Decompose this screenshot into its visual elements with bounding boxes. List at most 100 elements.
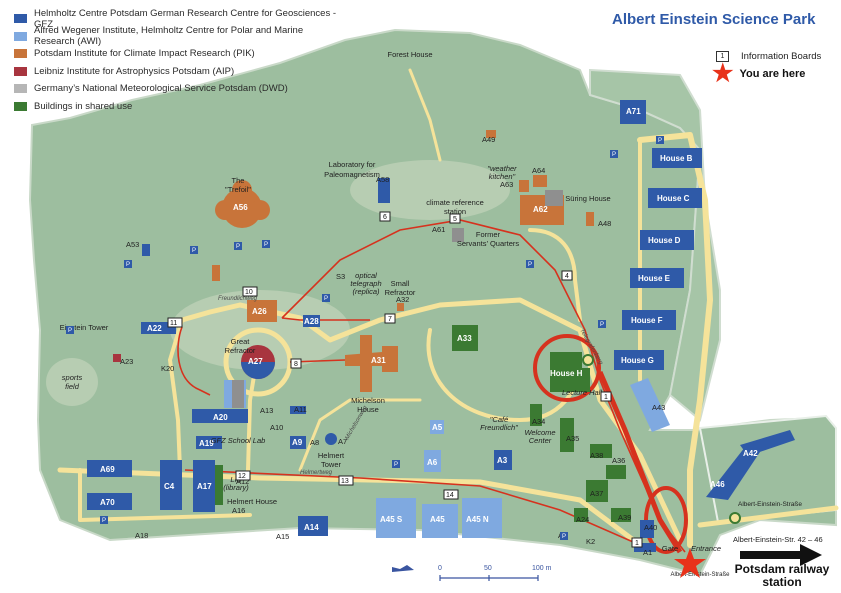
svg-text:A27: A27 xyxy=(248,357,263,366)
svg-text:House B: House B xyxy=(660,154,693,163)
svg-text:A64: A64 xyxy=(532,166,545,175)
you-are-here-star xyxy=(674,548,706,578)
svg-text:Albert-Einstein-Straße: Albert-Einstein-Straße xyxy=(670,572,730,578)
svg-text:(library): (library) xyxy=(223,483,249,492)
svg-text:sports: sports xyxy=(62,373,83,382)
svg-text:A5: A5 xyxy=(432,423,443,432)
svg-text:House H: House H xyxy=(550,369,583,378)
svg-text:A12: A12 xyxy=(236,477,249,486)
scale-zero: 0 xyxy=(438,565,442,572)
place-labels: Forest House Laboratory for Paleomagneti… xyxy=(60,50,803,578)
svg-text:A49: A49 xyxy=(482,135,495,144)
svg-text:P: P xyxy=(236,244,240,250)
svg-text:11: 11 xyxy=(170,320,177,327)
legend-label: Helmholtz Centre Potsdam German Research… xyxy=(34,7,337,30)
svg-text:P: P xyxy=(658,138,662,144)
scale-end: 100 m xyxy=(532,565,552,572)
svg-text:A63: A63 xyxy=(500,180,513,189)
svg-text:A61: A61 xyxy=(432,225,445,234)
svg-text:A3: A3 xyxy=(497,456,508,465)
svg-text:6: 6 xyxy=(383,214,387,221)
svg-text:A15: A15 xyxy=(276,532,289,541)
svg-text:Helmert House: Helmert House xyxy=(227,497,277,506)
svg-text:A28: A28 xyxy=(304,317,319,326)
svg-text:A18: A18 xyxy=(135,531,148,540)
svg-text:8: 8 xyxy=(294,361,298,368)
legend-swatch xyxy=(14,84,27,94)
svg-text:A14: A14 xyxy=(304,523,319,532)
svg-text:P: P xyxy=(528,262,532,268)
svg-text:Helmert: Helmert xyxy=(318,451,345,460)
svg-text:P: P xyxy=(102,518,106,524)
station-label: Potsdam railway station xyxy=(728,563,836,589)
svg-text:A40: A40 xyxy=(644,523,657,532)
svg-text:kitchen": kitchen" xyxy=(489,172,516,181)
svg-text:5: 5 xyxy=(453,216,457,223)
station-arrow xyxy=(740,544,822,566)
svg-text:13: 13 xyxy=(341,478,349,485)
svg-text:A35: A35 xyxy=(566,434,579,443)
svg-text:Entrance: Entrance xyxy=(691,544,721,553)
you-are-here-label: You are here xyxy=(739,68,806,80)
svg-text:P: P xyxy=(264,242,268,248)
info-boards: 1 4 5 6 7 8 10 11 12 13 14 1 xyxy=(167,211,643,548)
svg-text:Lecture Hall: Lecture Hall xyxy=(562,388,602,397)
svg-text:10: 10 xyxy=(245,289,253,296)
map-title: Albert Einstein Science Park xyxy=(612,11,816,28)
svg-text:A9: A9 xyxy=(292,438,303,447)
svg-text:Center: Center xyxy=(529,436,552,445)
svg-text:A46: A46 xyxy=(710,480,725,489)
legend-label: Leibniz Institute for Astrophysics Potsd… xyxy=(34,65,235,77)
you-are-here-key: ★ You are here xyxy=(712,62,806,86)
svg-text:1: 1 xyxy=(604,394,608,401)
buildings-aip xyxy=(113,345,275,379)
svg-text:K20: K20 xyxy=(161,364,174,373)
svg-text:Former: Former xyxy=(476,230,501,239)
svg-text:A45 S: A45 S xyxy=(380,515,403,524)
route-highlight-circle xyxy=(533,334,601,402)
svg-text:A43: A43 xyxy=(652,403,665,412)
svg-text:A7: A7 xyxy=(338,437,347,446)
svg-text:Welcome: Welcome xyxy=(524,428,555,437)
svg-text:optical: optical xyxy=(355,271,377,280)
svg-text:A20: A20 xyxy=(213,413,228,422)
legend-label: Germany’s National Meteorological Servic… xyxy=(34,83,288,95)
house-h-marker xyxy=(582,354,594,366)
legend-swatch xyxy=(14,49,27,59)
buildings-pik xyxy=(212,130,594,392)
street-marker xyxy=(729,512,741,524)
svg-text:A58: A58 xyxy=(376,175,389,184)
legend-swatch xyxy=(14,66,27,76)
svg-text:"Trefoil": "Trefoil" xyxy=(225,185,251,194)
svg-text:P: P xyxy=(192,248,196,254)
svg-text:A53: A53 xyxy=(126,240,139,249)
svg-text:7: 7 xyxy=(388,316,392,323)
svg-text:12: 12 xyxy=(238,473,246,480)
svg-text:telegraph: telegraph xyxy=(350,279,381,288)
svg-text:A26: A26 xyxy=(252,307,267,316)
svg-text:A17: A17 xyxy=(197,482,212,491)
svg-text:Michelson: Michelson xyxy=(351,396,385,405)
svg-text:A37: A37 xyxy=(590,489,603,498)
svg-text:P: P xyxy=(612,152,616,158)
svg-text:Freundlich": Freundlich" xyxy=(480,423,518,432)
legend-swatch xyxy=(14,31,27,41)
svg-text:A62: A62 xyxy=(533,205,548,214)
svg-text:House: House xyxy=(357,405,379,414)
legend-swatch xyxy=(14,101,27,111)
legend-item-shared: Buildings in shared use xyxy=(14,98,344,116)
svg-text:Small: Small xyxy=(391,279,410,288)
svg-text:S3: S3 xyxy=(336,272,345,281)
north-arrow-icon xyxy=(392,565,414,572)
park-area xyxy=(28,28,837,577)
svg-text:A8: A8 xyxy=(310,438,319,447)
svg-text:House D: House D xyxy=(648,236,681,245)
scale-bar xyxy=(439,575,539,581)
buildings-dwd xyxy=(232,190,563,408)
svg-text:P: P xyxy=(600,322,604,328)
svg-text:A34: A34 xyxy=(532,417,545,426)
svg-text:A13: A13 xyxy=(260,406,273,415)
legend-swatch xyxy=(14,14,27,24)
park-upper-right xyxy=(589,68,721,422)
svg-text:C4: C4 xyxy=(164,482,175,491)
